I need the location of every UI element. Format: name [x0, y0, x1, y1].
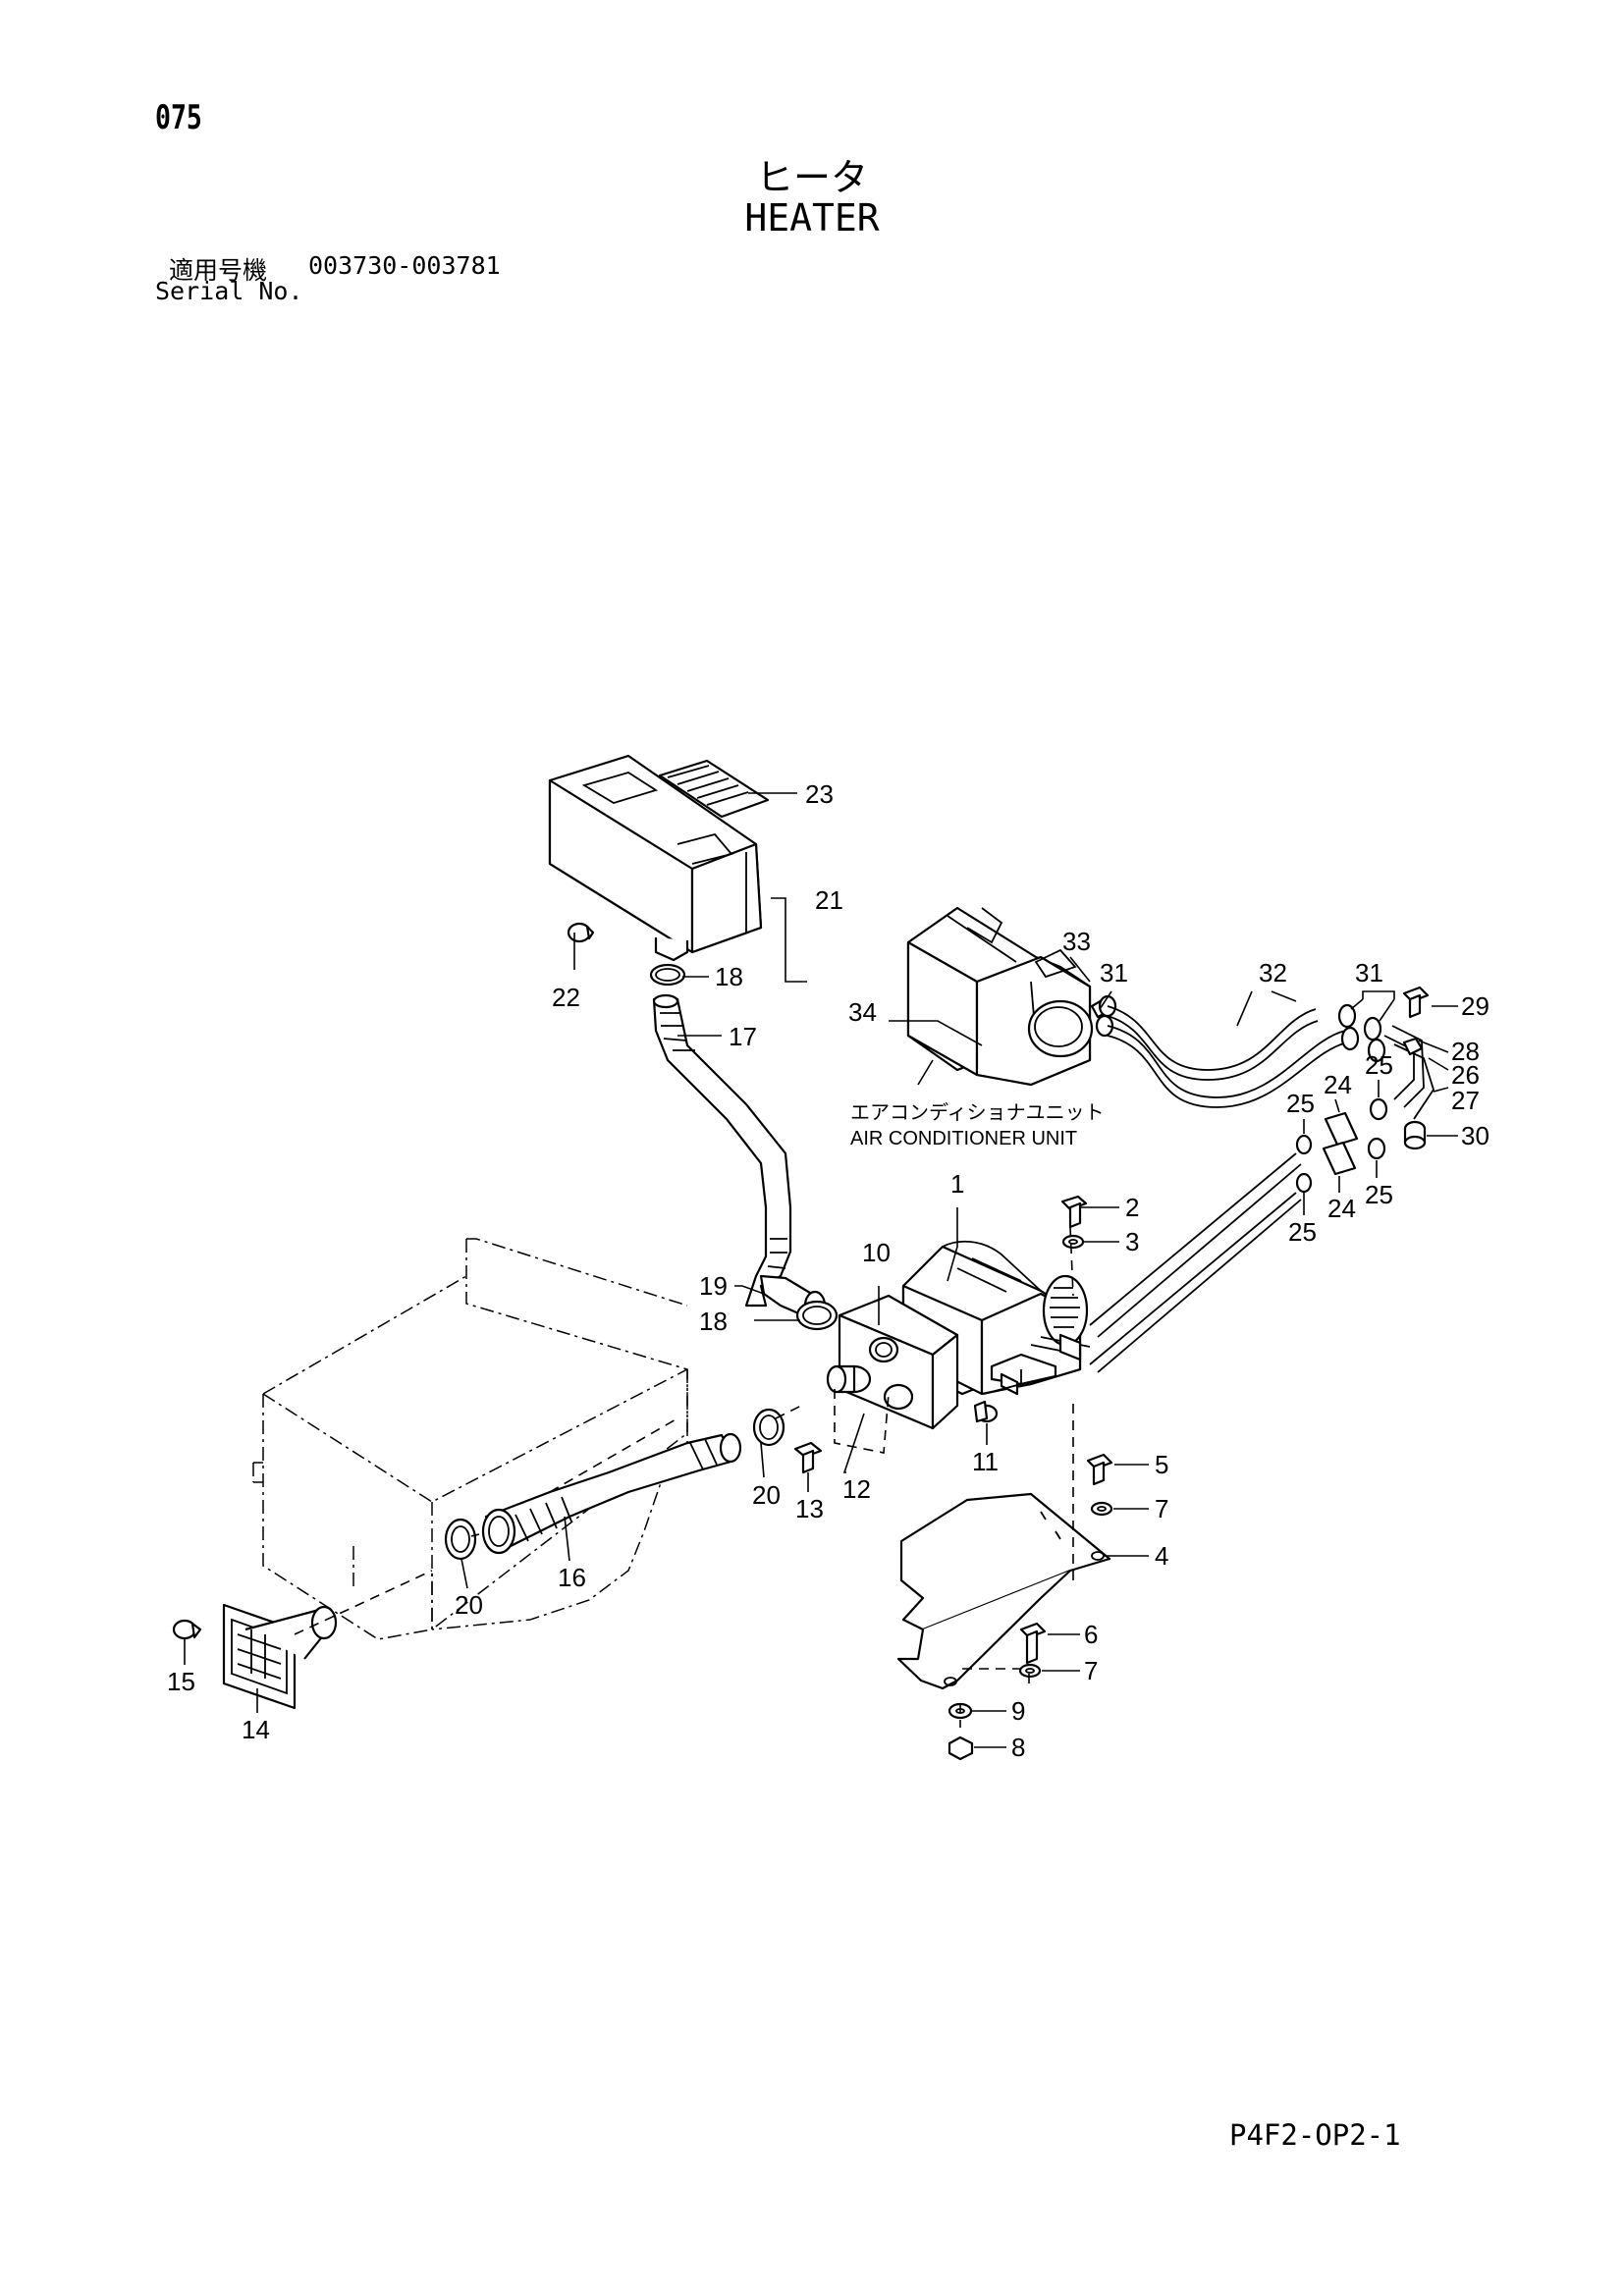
callout-32: 32 — [1259, 958, 1287, 988]
callout-13: 13 — [795, 1494, 824, 1523]
callout-4: 4 — [1155, 1541, 1168, 1571]
screw-22 — [567, 922, 595, 943]
callout-labels: 23 21 22 18 17 19 18 10 1 2 3 5 7 4 6 7 … — [167, 779, 1489, 1762]
serial-range: 003730-003781 — [308, 251, 501, 280]
page-title-japanese: ヒータ — [755, 156, 868, 199]
callout-5: 5 — [1155, 1450, 1168, 1479]
air-conditioner-unit — [906, 906, 1117, 1087]
leader-lines — [184, 792, 1458, 1748]
callout-30: 30 — [1461, 1121, 1489, 1150]
callout-31-right: 31 — [1355, 958, 1383, 988]
callout-24-lower: 24 — [1327, 1194, 1356, 1223]
callout-16: 16 — [558, 1563, 586, 1592]
serial-label-japanese: 適用号機 — [169, 256, 268, 285]
callout-15: 15 — [167, 1667, 195, 1696]
bolt-5 — [1086, 1453, 1113, 1486]
callout-25-lower-right: 25 — [1365, 1180, 1393, 1209]
heater-cover — [548, 754, 763, 962]
band-20-right — [752, 1408, 785, 1447]
callout-33: 33 — [1062, 927, 1091, 956]
callout-25-lower-left: 25 — [1288, 1217, 1317, 1247]
heater-hoses — [1107, 1005, 1348, 1108]
air-conditioner-unit-label: AIR CONDITIONER UNIT — [850, 1128, 1077, 1149]
callout-11: 11 — [972, 1447, 999, 1476]
screw-15 — [172, 1619, 202, 1640]
callout-28: 28 — [1451, 1037, 1480, 1066]
air-filter — [658, 759, 770, 819]
callout-17: 17 — [729, 1022, 757, 1051]
washer-7-upper — [1090, 1501, 1113, 1517]
mounting-bracket — [896, 1492, 1111, 1690]
callout-1: 1 — [950, 1169, 964, 1199]
alignment-lines — [294, 1226, 1074, 1728]
callout-20-left: 20 — [455, 1590, 483, 1620]
clamp-25-set — [1295, 1097, 1388, 1194]
callout-8: 8 — [1011, 1733, 1025, 1762]
cap-30 — [1403, 1120, 1427, 1150]
bolt-2 — [1060, 1195, 1088, 1229]
callout-3: 3 — [1125, 1227, 1139, 1256]
callout-25-upper-left: 25 — [1286, 1089, 1315, 1118]
callout-12: 12 — [842, 1474, 871, 1504]
serial-label: Serial No. — [155, 277, 303, 305]
air-conditioner-unit-label-japanese: エアコンディショナユニット — [850, 1101, 1105, 1124]
tube-24-set — [1322, 1111, 1359, 1176]
page-title: HEATER — [744, 196, 880, 240]
callout-21: 21 — [815, 885, 843, 915]
callout-7-upper: 7 — [1155, 1494, 1168, 1523]
callout-29: 29 — [1461, 991, 1489, 1021]
callout-2: 2 — [1125, 1193, 1139, 1222]
bolt-6 — [1019, 1622, 1047, 1665]
callout-18-lower: 18 — [699, 1307, 728, 1336]
callout-14: 14 — [242, 1715, 270, 1744]
callout-23: 23 — [805, 779, 834, 809]
callout-19: 19 — [699, 1271, 728, 1301]
callout-6: 6 — [1084, 1620, 1098, 1649]
heater-pipes — [1089, 1152, 1302, 1373]
hose-fittings — [1337, 1003, 1435, 1120]
nut-8 — [947, 1735, 974, 1761]
band-18-upper — [649, 963, 686, 987]
bolt-11 — [973, 1400, 999, 1423]
callout-10: 10 — [862, 1238, 891, 1267]
cab-body-outline — [252, 1238, 688, 1640]
callout-20-right: 20 — [752, 1480, 781, 1510]
callout-31-left: 31 — [1100, 958, 1128, 988]
duct-17 — [652, 993, 792, 1308]
callout-25-upper-right: 25 — [1365, 1050, 1393, 1080]
distributor-box — [826, 1294, 959, 1430]
callout-18-upper: 18 — [715, 962, 743, 991]
hose-16 — [481, 1432, 742, 1555]
callout-34: 34 — [848, 997, 877, 1027]
callout-24-upper: 24 — [1324, 1070, 1352, 1099]
page-number: 075 — [155, 98, 202, 137]
callout-22: 22 — [552, 983, 580, 1012]
callout-7-lower: 7 — [1084, 1656, 1098, 1685]
callout-27: 27 — [1451, 1086, 1480, 1115]
band-18-lower — [795, 1300, 839, 1331]
washer-7-lower — [1018, 1663, 1042, 1679]
washer-3 — [1061, 1234, 1085, 1250]
callout-9: 9 — [1011, 1696, 1025, 1726]
callout-26: 26 — [1451, 1060, 1480, 1090]
band-20-left — [444, 1518, 477, 1561]
bolt-13 — [793, 1441, 823, 1474]
bolt-29 — [1402, 986, 1430, 1019]
vent-grille — [222, 1603, 338, 1710]
drawing-code: P4F2-OP2-1 — [1229, 2118, 1401, 2152]
